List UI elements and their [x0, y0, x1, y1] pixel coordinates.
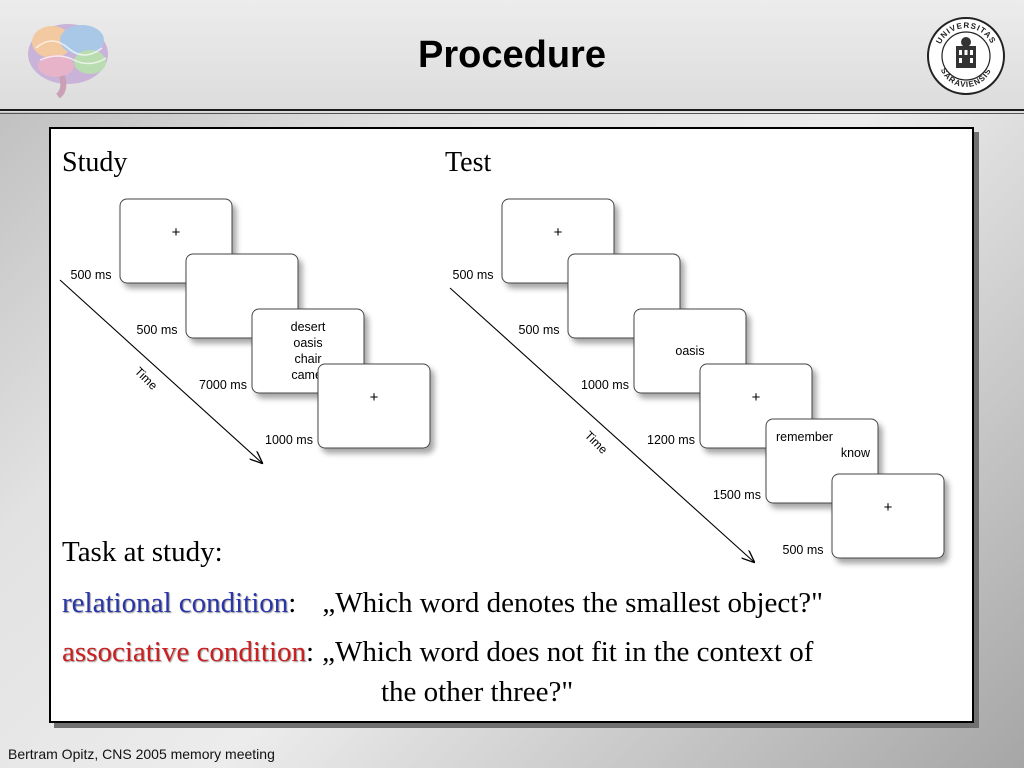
- test-duration-label: 1500 ms: [713, 488, 761, 502]
- test-duration-label: 500 ms: [453, 268, 494, 282]
- study-screen-text: +: [370, 389, 379, 406]
- test-duration-label: 1000 ms: [581, 378, 629, 392]
- test-duration-label: 500 ms: [783, 543, 824, 557]
- task-heading: Task at study:: [62, 536, 223, 568]
- test-screen-text: +: [884, 499, 893, 516]
- relational-condition-line: relational condition: „Which word denotes…: [62, 587, 823, 620]
- test-duration-label: 1200 ms: [647, 433, 695, 447]
- study-screen-text: camel: [291, 368, 324, 382]
- study-duration-label: 500 ms: [137, 323, 178, 337]
- test-duration-label: 500 ms: [519, 323, 560, 337]
- test-screen-text: know: [841, 446, 871, 460]
- test-screen-text: +: [752, 389, 761, 406]
- header-divider: [0, 109, 1024, 111]
- relational-question: „Which word denotes the smallest object?…: [322, 587, 824, 619]
- study-screen-text: chair: [294, 352, 321, 366]
- slide-header: [0, 0, 1024, 112]
- study-time-arrow: [59, 279, 262, 463]
- associative-question: „Which word does not fit in the context …: [322, 636, 814, 668]
- study-screen-text: +: [172, 224, 181, 241]
- test-heading: Test: [445, 147, 492, 178]
- study-duration-label: 1000 ms: [265, 433, 313, 447]
- test-screen-text: oasis: [675, 344, 704, 358]
- study-screen-text: oasis: [293, 336, 322, 350]
- associative-condition-label: associative condition: [62, 636, 307, 668]
- test-screen-text: +: [554, 224, 563, 241]
- relational-separator: :: [288, 587, 297, 619]
- associative-question-continued: the other three?": [381, 676, 574, 708]
- study-screen: +: [317, 363, 431, 449]
- test-screen-frame: [831, 473, 945, 559]
- university-seal-icon: UNIVERSITAS SARAVIENSIS: [927, 17, 1005, 95]
- associative-condition-line: associative condition:„Which word does n…: [62, 636, 813, 669]
- test-screen: +: [831, 473, 945, 559]
- test-time-arrow: [449, 287, 754, 562]
- study-heading: Study: [62, 147, 128, 178]
- header-divider-thin: [0, 113, 1024, 114]
- brain-icon: [28, 24, 108, 98]
- slide-title: Procedure: [418, 34, 606, 76]
- test-screen-text: remember: [776, 430, 833, 444]
- study-time-label: Time: [132, 364, 161, 393]
- study-duration-label: 7000 ms: [199, 378, 247, 392]
- associative-separator: :: [306, 636, 315, 668]
- test-time-label: Time: [582, 428, 611, 457]
- study-duration-label: 500 ms: [71, 268, 112, 282]
- study-sequence: Time + desert oasis chair camel +500 ms 500 ms 7…: [59, 198, 431, 463]
- slide-footer: Bertram Opitz, CNS 2005 memory meeting: [8, 746, 275, 762]
- test-sequence: Time + oasis + remember know +500 ms 500 ms 1000…: [449, 198, 945, 562]
- relational-condition-label: relational condition: [62, 587, 289, 619]
- study-screen-text: desert: [291, 320, 326, 334]
- study-screen-frame: [317, 363, 431, 449]
